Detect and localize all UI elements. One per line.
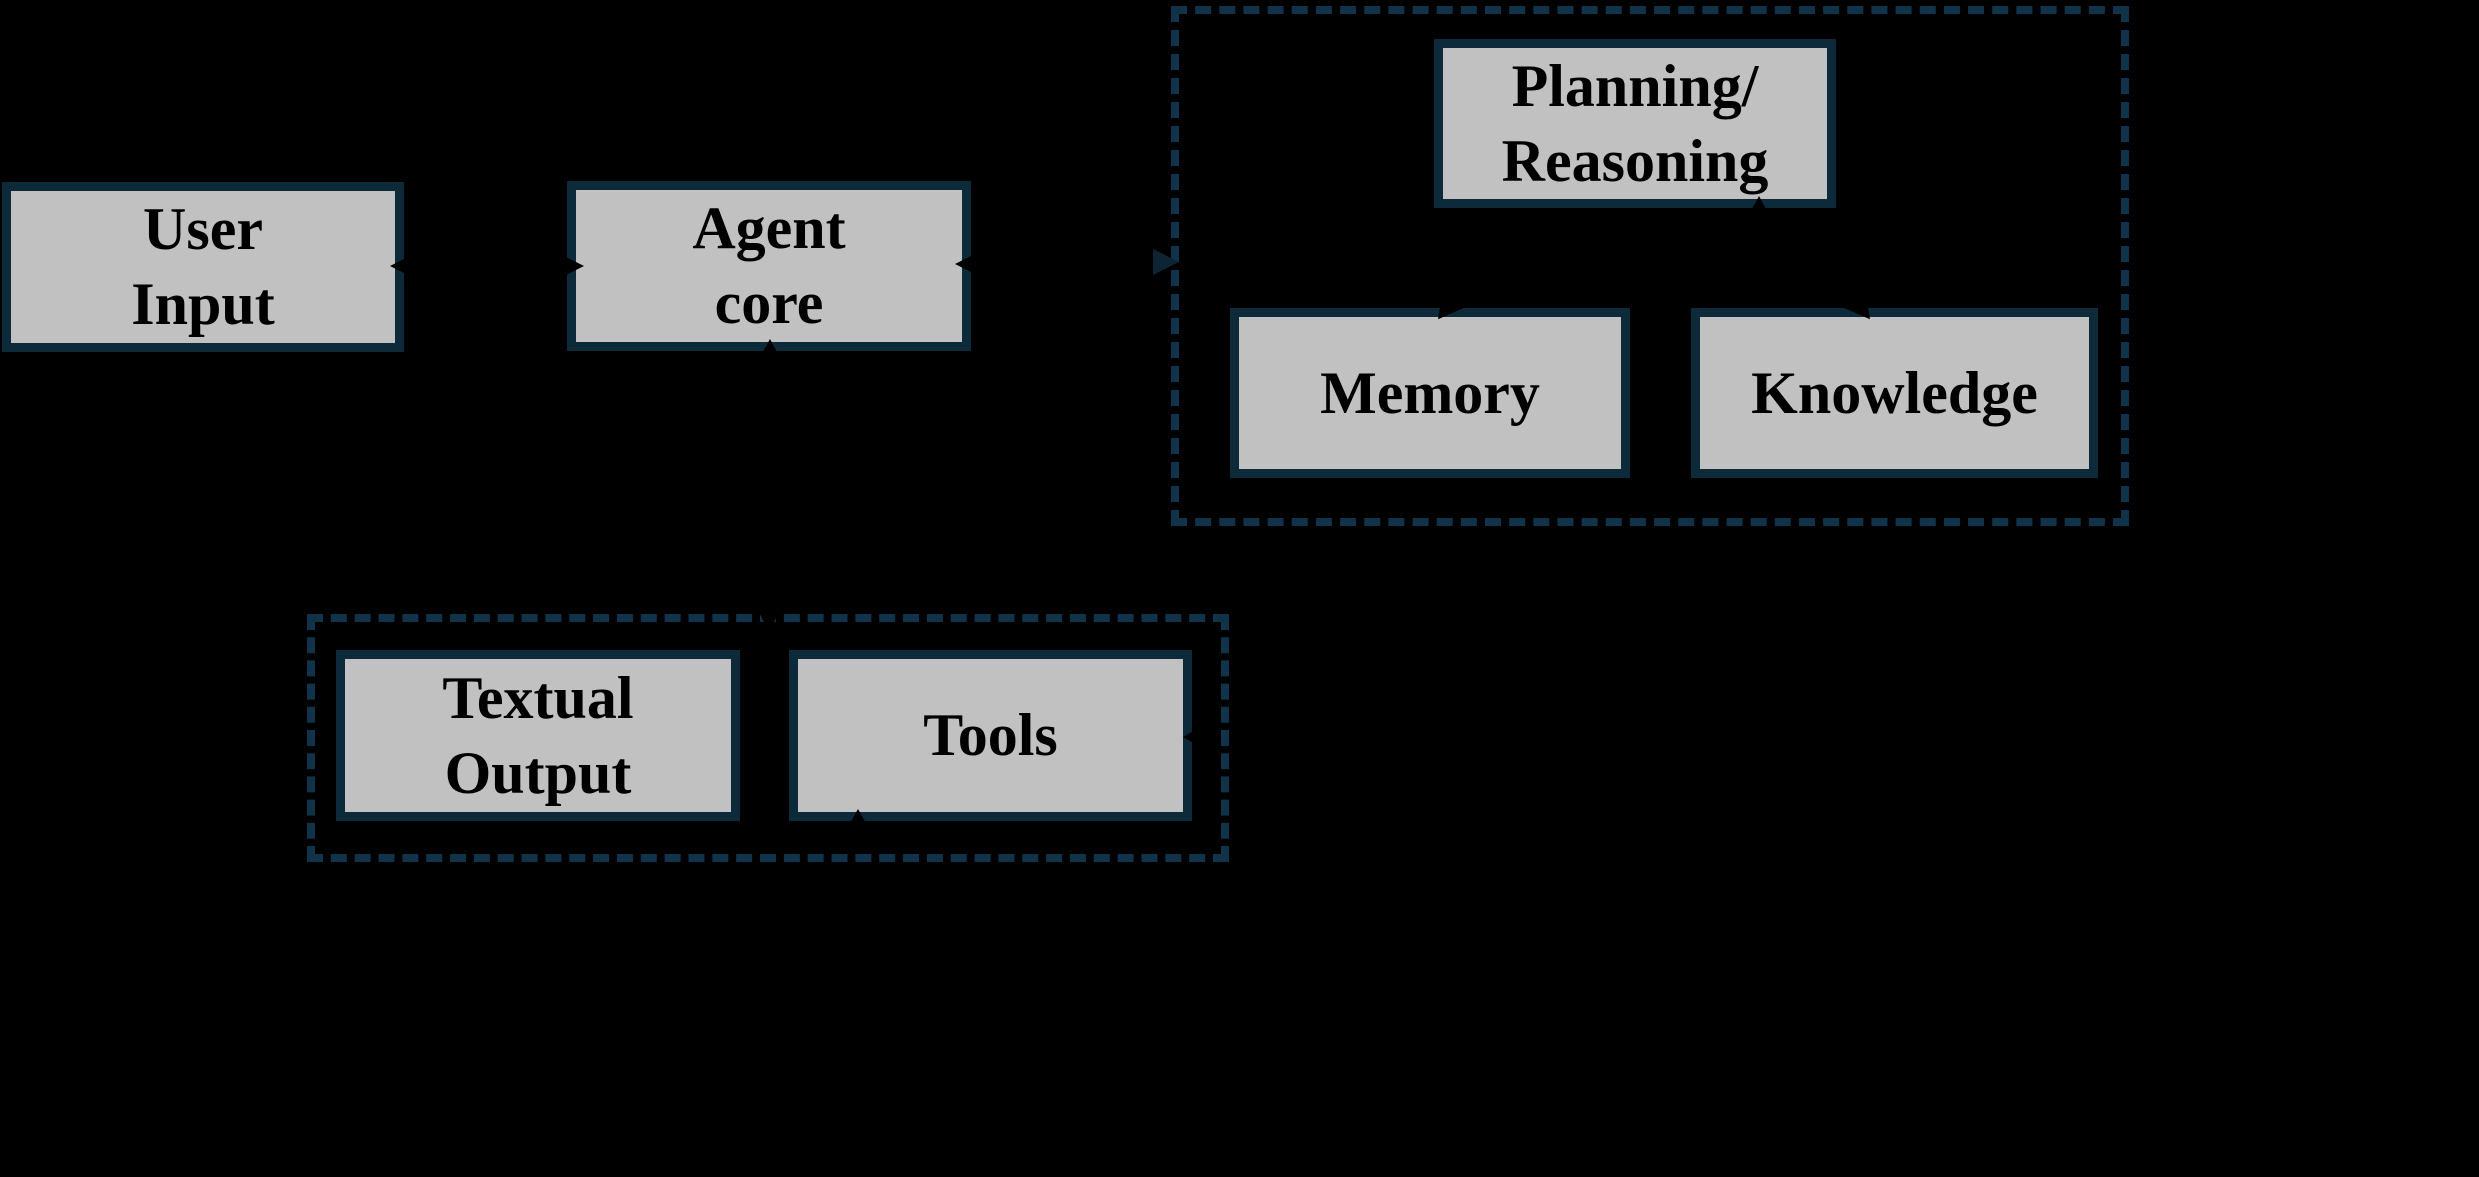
node-planning-reasoning-label: Planning/ Reasoning	[1501, 52, 1769, 194]
arrowhead-into-tools-right-icon	[1183, 729, 1197, 745]
node-knowledge-label: Knowledge	[1751, 359, 2038, 426]
node-memory-label: Memory	[1320, 359, 1540, 426]
node-agent-core: Agent core	[567, 181, 971, 351]
arrowhead-into-tools-bottom-icon	[849, 809, 867, 825]
node-textual-output-label: Textual Output	[442, 664, 634, 806]
arrowhead-into-agent-core-left-icon	[558, 253, 584, 279]
node-knowledge: Knowledge	[1691, 308, 2098, 478]
arrowhead-into-agent-core-bottom-icon	[757, 339, 783, 363]
arrowhead-into-planning-icon	[1746, 196, 1772, 220]
node-user-input-label: User Input	[131, 196, 275, 337]
arrowhead-into-output-group-icon	[756, 607, 782, 631]
node-planning-reasoning: Planning/ Reasoning	[1434, 39, 1836, 208]
arrowhead-into-user-input-icon	[390, 253, 416, 279]
node-memory: Memory	[1230, 308, 1630, 478]
arrowhead-into-agent-core-right-icon	[955, 251, 981, 277]
node-tools: Tools	[789, 650, 1192, 821]
node-user-input: User Input	[2, 182, 404, 352]
arrowhead-into-planning-group-icon	[1153, 249, 1179, 275]
node-textual-output: Textual Output	[336, 650, 740, 821]
node-agent-core-label: Agent core	[692, 195, 846, 336]
node-tools-label: Tools	[923, 702, 1058, 768]
